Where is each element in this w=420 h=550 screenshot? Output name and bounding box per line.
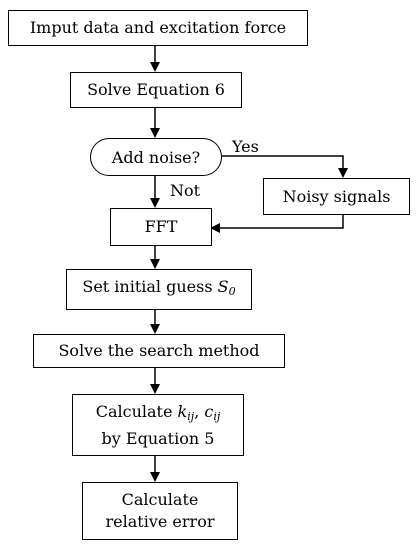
node-solve-search-method: Solve the search method [33,334,285,368]
decision-add-noise: Add noise? [90,138,222,176]
node-set-initial-guess-label: Set initial guess S0 [82,276,235,303]
node-solve-search-method-label: Solve the search method [58,341,260,360]
edge-label-yes: Yes [232,137,259,156]
arrow-noisy-to-fft [210,215,344,233]
node-input-data: Imput data and excitation force [8,10,308,46]
node-noisy-signals: Noisy signals [263,178,410,215]
calc-k-prefix: Calculate [95,401,178,421]
node-calculate-relative-error: Calculate relative error [82,482,238,540]
initial-guess-text: Set initial guess [82,277,218,296]
decision-add-noise-label: Add noise? [111,147,201,167]
k-symbol: k [177,401,188,421]
calc-k-line-1: Calculate kij, cij [96,401,221,428]
arrow-noise-yes-to-noisy [222,155,348,178]
node-fft-label: FFT [144,217,178,236]
rel-error-line-2: relative error [105,512,215,531]
k-c-separator: , [194,401,205,421]
edge-label-not: Not [170,181,201,200]
calc-k-line-2: by Equation 5 [101,428,215,448]
c-subscript: ij [213,409,221,423]
node-solve-equation-6-label: Solve Equation 6 [87,80,225,99]
k-subscript: ij [187,409,195,423]
node-solve-equation-6: Solve Equation 6 [70,72,242,108]
node-fft: FFT [110,208,212,246]
node-input-data-label: Imput data and excitation force [29,18,287,37]
node-set-initial-guess: Set initial guess S0 [66,269,252,310]
rel-error-line-1: Calculate [121,490,199,509]
initial-guess-subscript: 0 [228,285,236,298]
initial-guess-symbol: S [217,277,229,296]
node-noisy-signals-label: Noisy signals [282,186,391,206]
node-calculate-k-c: Calculate kij, cij by Equation 5 [72,394,244,456]
c-symbol: c [204,401,214,421]
